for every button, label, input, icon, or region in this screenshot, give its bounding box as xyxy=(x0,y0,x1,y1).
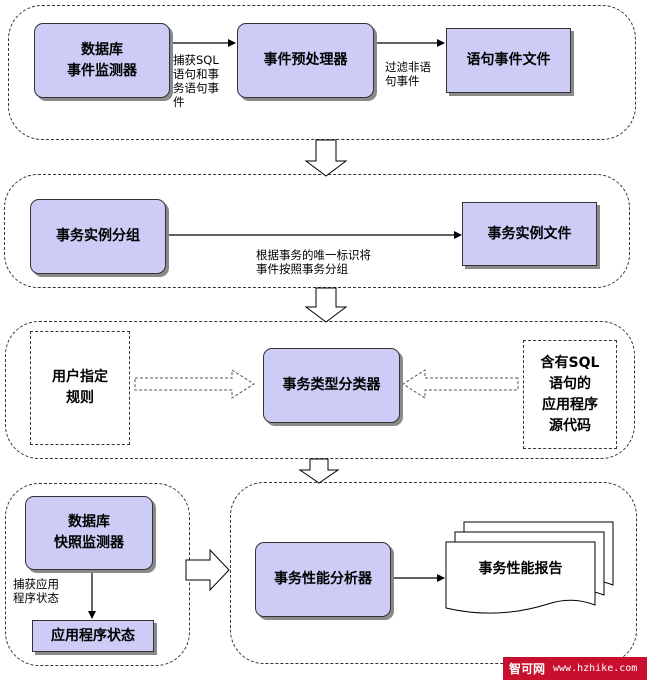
txn-perf-report-label: 事务性能报告 xyxy=(478,561,563,577)
dashed-arrow-source-to-classifier xyxy=(402,369,519,399)
event-preprocessor-node: 事件预处理器 xyxy=(237,23,374,98)
capture-app-state-edge-label: 捕获应用 程序状态 xyxy=(13,577,59,605)
block-arrow-left-to-right-group xyxy=(185,548,230,592)
statement-event-file-label: 语句事件文件 xyxy=(466,52,551,68)
report-document-stack xyxy=(445,521,614,614)
block-arrow-stage1-to-2 xyxy=(304,139,348,177)
grouping-edge-label: 根据事务的唯一标识将 事件按照事务分组 xyxy=(256,248,371,276)
db-event-monitor-node: 数据库 事件监测器 xyxy=(34,23,170,98)
watermark-url: www.hzhike.com xyxy=(553,663,638,674)
statement-event-file-node: 语句事件文件 xyxy=(446,28,571,93)
db-event-monitor-label: 数据库 事件监测器 xyxy=(67,41,137,79)
txn-instance-file-node: 事务实例文件 xyxy=(462,202,597,266)
watermark-brand: 智可网 xyxy=(509,662,546,676)
txn-instance-grouping-label: 事务实例分组 xyxy=(56,228,140,244)
app-state-label: 应用程序状态 xyxy=(51,627,135,644)
txn-instance-file-label: 事务实例文件 xyxy=(487,225,572,242)
dashed-arrow-rules-to-classifier xyxy=(134,369,255,399)
block-arrow-stage2-to-3 xyxy=(304,287,348,323)
capture-sql-edge-label: 捕获SQL 语句和事 务语句事 件 xyxy=(173,53,219,109)
app-source-code-label: 含有SQL 语句的 应用程序 源代码 xyxy=(540,354,600,434)
txn-type-classifier-label: 事务类型分类器 xyxy=(282,377,381,393)
user-rules-node: 用户指定 规则 xyxy=(30,331,130,445)
db-snapshot-monitor-label: 数据库 快照监测器 xyxy=(54,514,124,551)
event-preprocessor-label: 事件预处理器 xyxy=(263,52,348,68)
user-rules-label: 用户指定 规则 xyxy=(52,369,108,406)
block-arrow-stage3-to-4 xyxy=(298,458,340,484)
app-source-code-node: 含有SQL 语句的 应用程序 源代码 xyxy=(523,340,617,449)
filter-edge-label: 过滤非语 句事件 xyxy=(385,60,431,88)
txn-perf-analyzer-node: 事务性能分析器 xyxy=(255,542,391,617)
watermark-banner: 智可网 www.hzhike.com xyxy=(503,657,647,680)
app-state-node: 应用程序状态 xyxy=(32,620,154,652)
txn-instance-grouping-node: 事务实例分组 xyxy=(30,199,166,274)
db-snapshot-monitor-node: 数据库 快照监测器 xyxy=(25,496,153,570)
txn-type-classifier-node: 事务类型分类器 xyxy=(263,348,400,423)
txn-perf-analyzer-label: 事务性能分析器 xyxy=(274,571,372,587)
